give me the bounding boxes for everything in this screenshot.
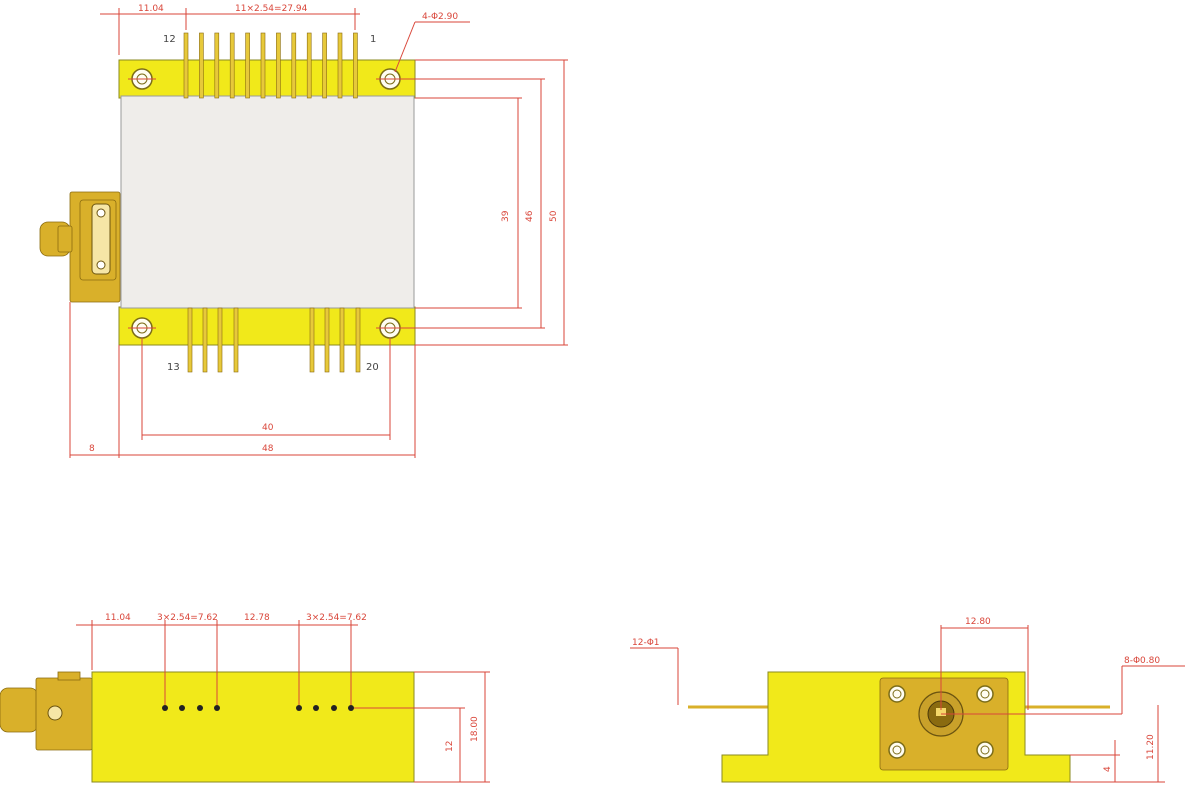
pin-hole [214,705,220,711]
top-pins [183,32,358,99]
pin-hole [296,705,302,711]
top-view-dimensions [69,8,568,458]
dim-body-width: 48 [262,444,274,454]
pin [217,307,223,373]
pin [306,32,312,99]
pin-hole [331,705,337,711]
pin-hole [197,705,203,711]
dim-hole-spacing: 40 [262,423,274,433]
dim-pin-pitch-top: 11×2.54=27.94 [235,4,308,14]
pin-hole [179,705,185,711]
dim-mount-holes: 4-Φ2.90 [422,12,458,22]
pin [337,32,343,99]
pin [260,32,266,99]
pin-label-12: 12 [163,34,176,45]
pin [309,307,315,373]
dim-connector-depth: 8 [89,444,95,454]
pin [202,307,208,373]
pin [322,32,327,99]
pin-label-13: 13 [167,362,180,373]
dim-side-pitch-a: 3×2.54=7.62 [157,613,218,623]
bottom-pins [187,307,361,373]
pin-label-20: 20 [366,362,379,373]
side-pin-holes [162,705,354,711]
top-flange [118,59,416,99]
pin-hole [162,705,168,711]
side-body [91,671,415,783]
side-view: 11.04 3×2.54=7.62 12.78 3×2.54=7.62 12 1… [0,613,490,783]
screw [888,685,906,703]
dim-end-height-lower: 4 [1103,766,1113,772]
pin-hole [313,705,319,711]
pin [229,32,235,99]
dim-side-pitch-b: 3×2.54=7.62 [306,613,367,623]
pin [245,32,250,99]
sma-connector-side [0,671,93,751]
pin [339,307,345,373]
pin [199,32,204,99]
pin [291,32,297,99]
pin [214,32,220,99]
pin [353,32,358,99]
screw [976,685,994,703]
dim-height-inner: 39 [501,210,511,222]
dim-height-mid: 46 [525,210,535,222]
pin-label-1: 1 [370,34,376,45]
dim-end-height-upper: 11.20 [1146,734,1156,760]
end-view-dimensions [630,625,1185,783]
dim-height-outer: 50 [549,210,559,222]
end-view: 12.80 12-Φ1 8-Φ0.80 4 11.20 [630,617,1185,783]
dim-side-left-offset: 11.04 [105,613,131,623]
pin [355,307,361,373]
side-view-dimensions [76,620,490,783]
package-lid [120,95,415,309]
screw [976,741,994,759]
sma-connector-top [39,191,121,303]
pin [233,307,239,373]
dim-side-height-small: 12 [445,741,455,752]
bottom-flange [118,306,416,346]
dim-side-height-total: 18.00 [470,716,480,742]
dim-window-width: 12.80 [965,617,991,627]
pin [183,32,189,99]
dim-screw-holes: 8-Φ0.80 [1124,656,1160,666]
top-view: 12 1 13 20 [39,4,568,458]
screw [888,741,906,759]
pin [324,307,330,373]
pin [187,307,193,373]
dim-side-gap: 12.78 [244,613,270,623]
dim-left-offset: 11.04 [138,4,164,14]
pin-hole [348,705,354,711]
dim-fiber-dia: 12-Φ1 [632,638,660,648]
pin [276,32,281,99]
